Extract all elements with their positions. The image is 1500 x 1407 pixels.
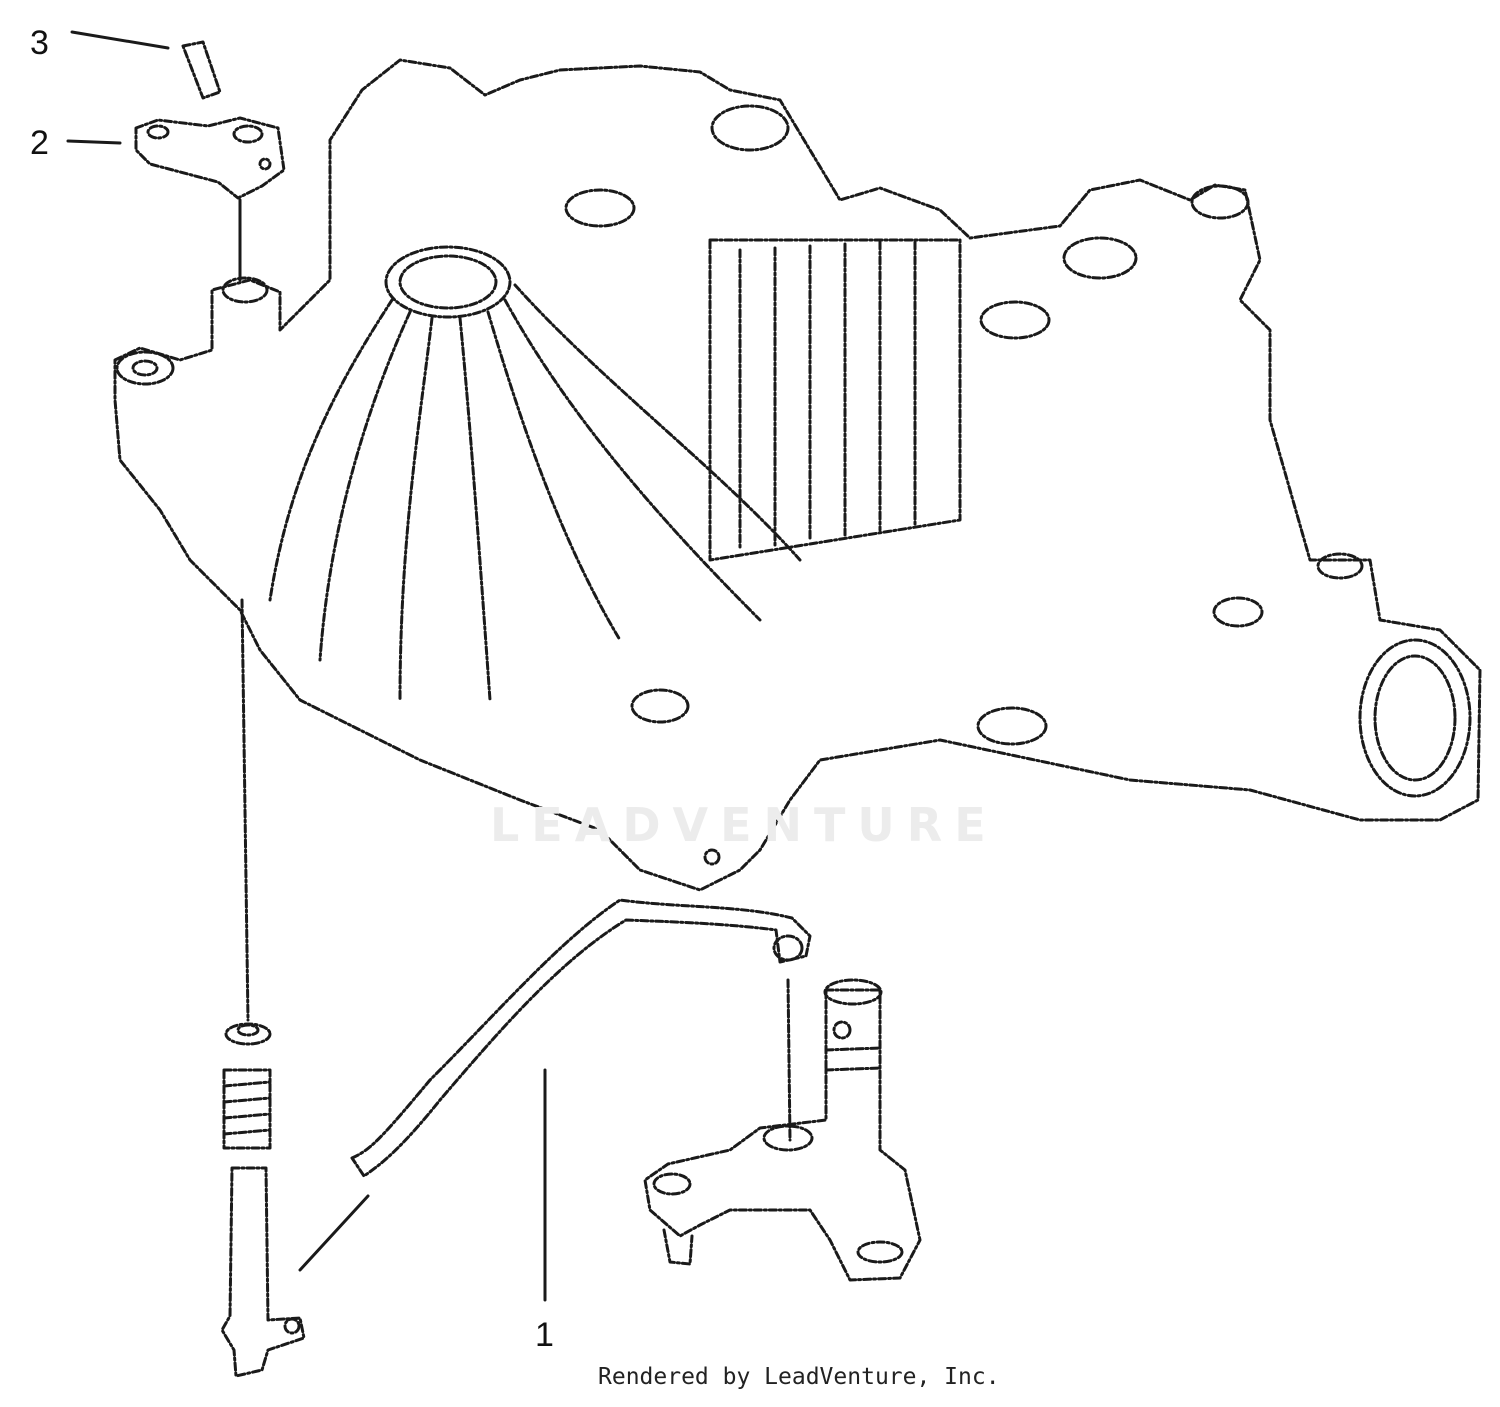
leader-line-2 bbox=[66, 139, 122, 145]
assembly-line-right bbox=[786, 978, 792, 1142]
callout-2: 2 bbox=[30, 124, 49, 162]
watermark-text: LEADVENTURE bbox=[490, 798, 998, 852]
render-credit: Rendered by LeadVenture, Inc. bbox=[598, 1364, 1000, 1390]
callout-1: 1 bbox=[535, 1316, 554, 1354]
assembly-line-left bbox=[240, 598, 250, 1022]
snap-ring bbox=[224, 1022, 272, 1046]
roll-pin bbox=[181, 40, 222, 100]
pintle-arm bbox=[643, 978, 922, 1282]
leader-line-3 bbox=[70, 30, 170, 50]
lever-arm bbox=[134, 116, 286, 200]
assembly-line-rod bbox=[298, 1194, 370, 1272]
spring bbox=[222, 1068, 272, 1150]
connecting-rod bbox=[350, 898, 812, 1178]
shaft bbox=[220, 1166, 306, 1378]
callout-3: 3 bbox=[30, 24, 49, 62]
transaxle-housing bbox=[113, 58, 1482, 892]
